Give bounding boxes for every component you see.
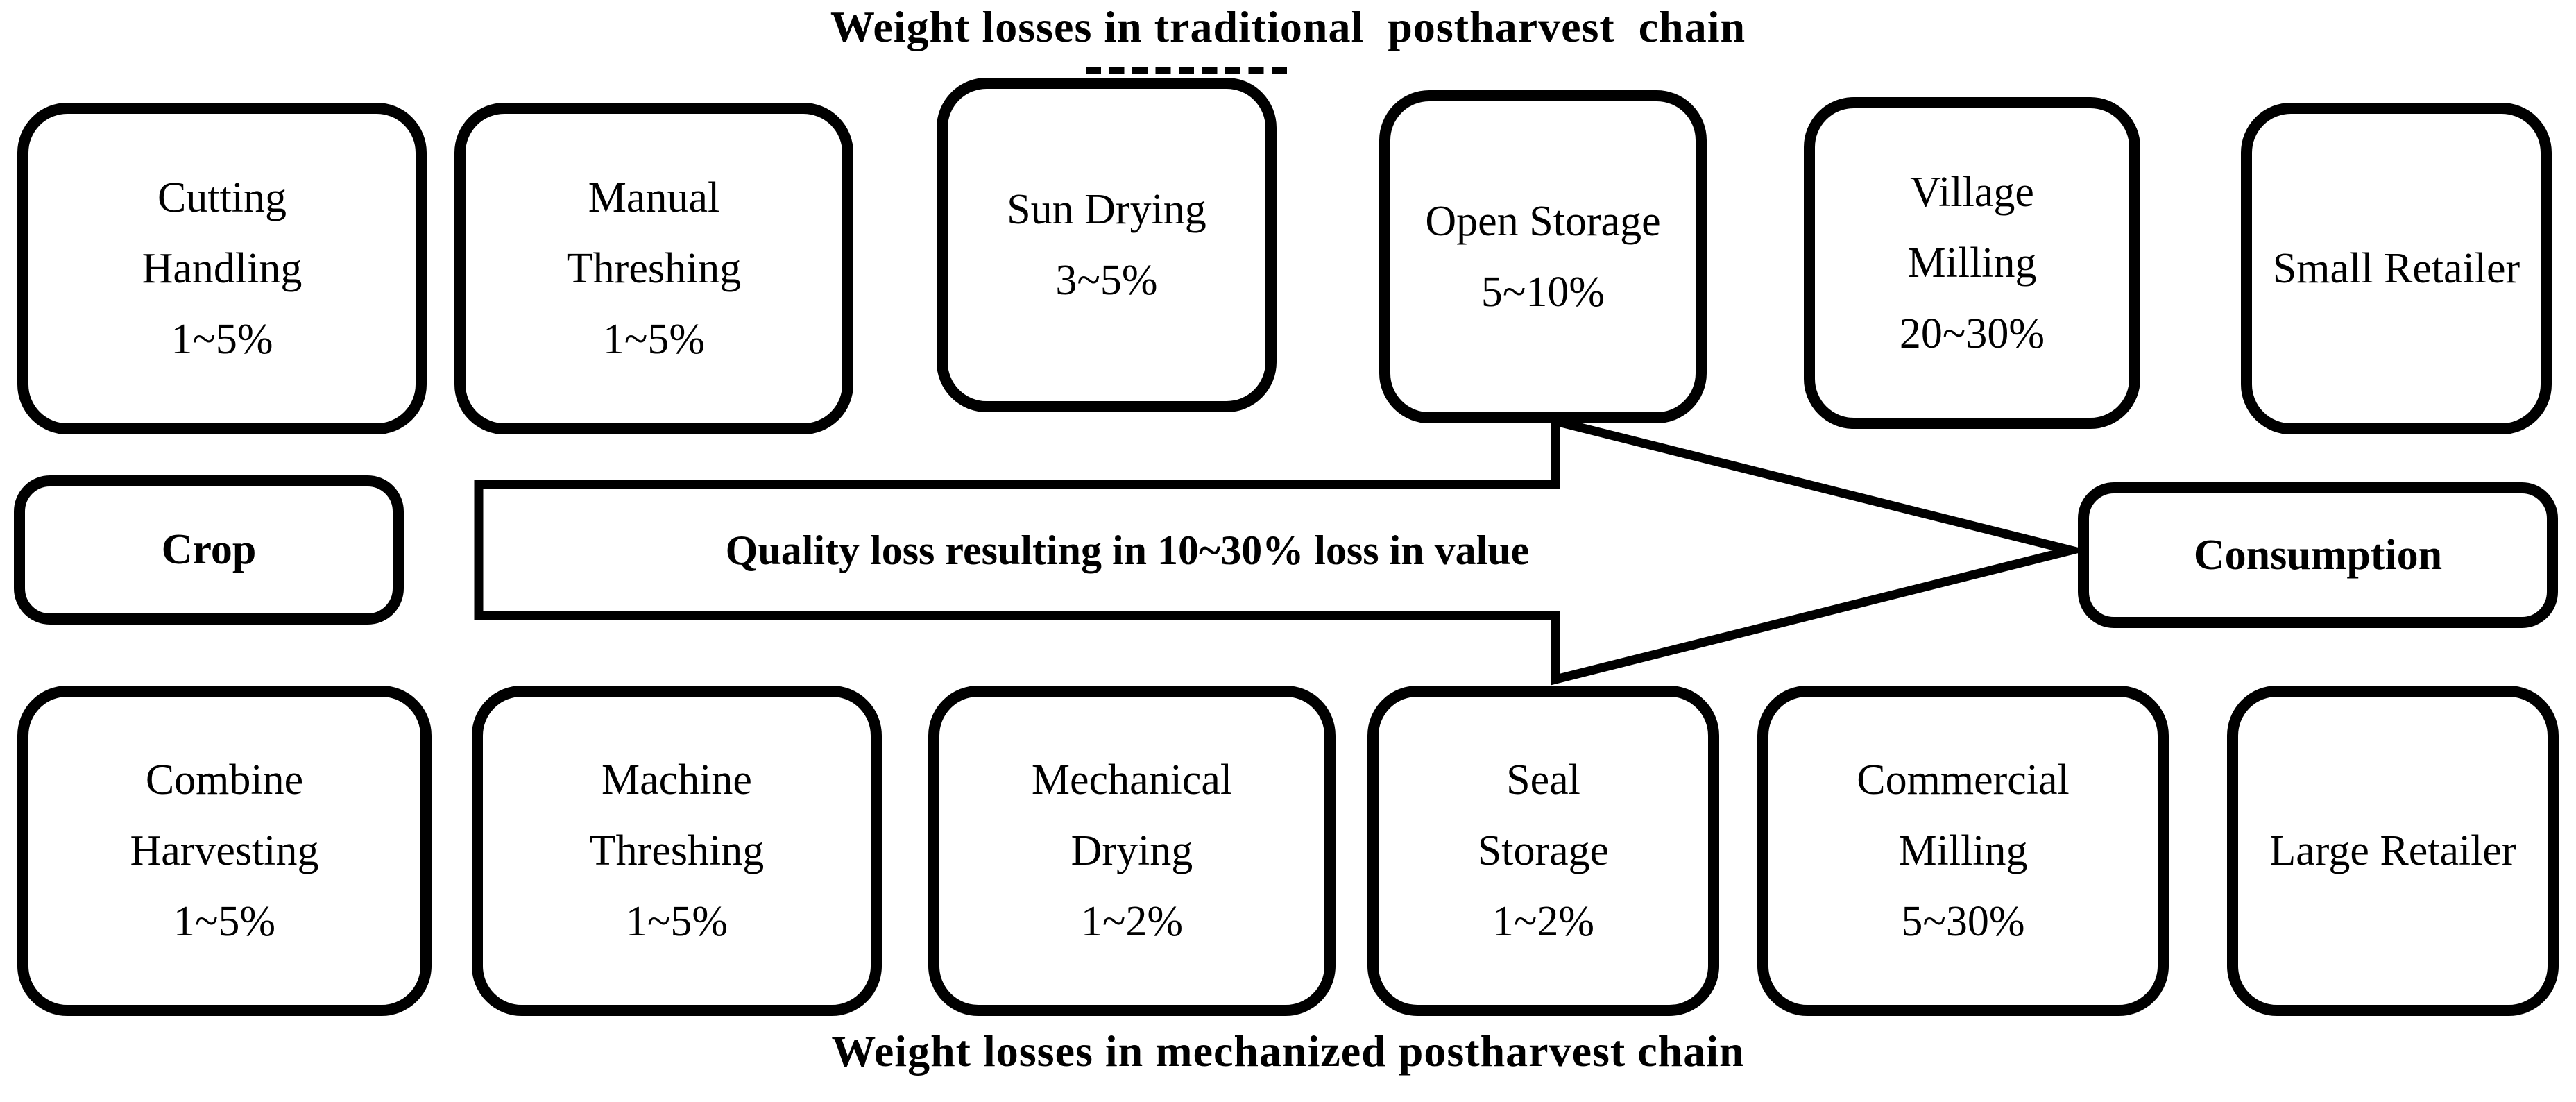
consumption-label: Consumption [2193, 531, 2443, 579]
loss-value: 5~30% [1901, 898, 2025, 946]
stage-label: Mechanical Drying [1031, 756, 1233, 874]
stage-box-small-retailer: Small Retailer [2241, 103, 2552, 434]
loss-value: 3~5% [1055, 257, 1158, 304]
loss-value: 1~5% [602, 316, 706, 364]
dashed-line-artifact [1086, 67, 1287, 74]
mechanized-chain-title: Weight losses in mechanized postharvest … [831, 1026, 1745, 1076]
stage-label: Small Retailer [2272, 244, 2520, 292]
stage-box-mechanical-drying: Mechanical Drying 1~2% [928, 686, 1336, 1016]
stage-label: Sun Drying [1007, 185, 1206, 233]
stage-label: Village Milling [1907, 168, 2037, 287]
loss-value: 1~2% [1080, 898, 1184, 946]
loss-value: 1~2% [1492, 898, 1595, 946]
stage-label: Seal Storage [1477, 756, 1610, 874]
stage-label: Machine Threshing [589, 756, 765, 874]
loss-value: 1~5% [625, 898, 728, 946]
stage-box-commercial-milling: Commercial Milling 5~30% [1757, 686, 2169, 1016]
stage-label: Open Storage [1425, 197, 1661, 245]
stage-box-machine-threshing: Machine Threshing 1~5% [472, 686, 882, 1016]
stage-box-cutting-handling: Cutting Handling 1~5% [17, 103, 427, 434]
consumption-box: Consumption [2078, 482, 2558, 628]
loss-value: 5~10% [1481, 269, 1605, 316]
loss-value: 20~30% [1899, 310, 2045, 358]
loss-value: 1~5% [173, 898, 276, 946]
stage-box-manual-threshing: Manual Threshing 1~5% [454, 103, 853, 434]
stage-label: Commercial Milling [1857, 756, 2070, 874]
stage-box-open-storage: Open Storage 5~10% [1379, 90, 1707, 423]
stage-box-large-retailer: Large Retailer [2227, 686, 2559, 1016]
stage-label: Manual Threshing [566, 173, 742, 292]
crop-label: Crop [161, 526, 257, 573]
stage-box-seal-storage: Seal Storage 1~2% [1367, 686, 1719, 1016]
loss-value: 1~5% [171, 316, 273, 364]
stage-box-village-milling: Village Milling 20~30% [1804, 97, 2140, 429]
stage-box-combine-harvesting: Combine Harvesting 1~5% [17, 686, 432, 1016]
crop-box: Crop [14, 475, 404, 625]
stage-box-sun-drying: Sun Drying 3~5% [937, 78, 1277, 412]
stage-label: Cutting Handling [142, 173, 302, 292]
traditional-chain-title: Weight losses in traditional postharvest… [830, 2, 1746, 51]
quality-loss-label: Quality loss resulting in 10~30% loss in… [725, 527, 1530, 573]
stage-label: Large Retailer [2269, 826, 2516, 874]
stage-label: Combine Harvesting [130, 756, 319, 874]
